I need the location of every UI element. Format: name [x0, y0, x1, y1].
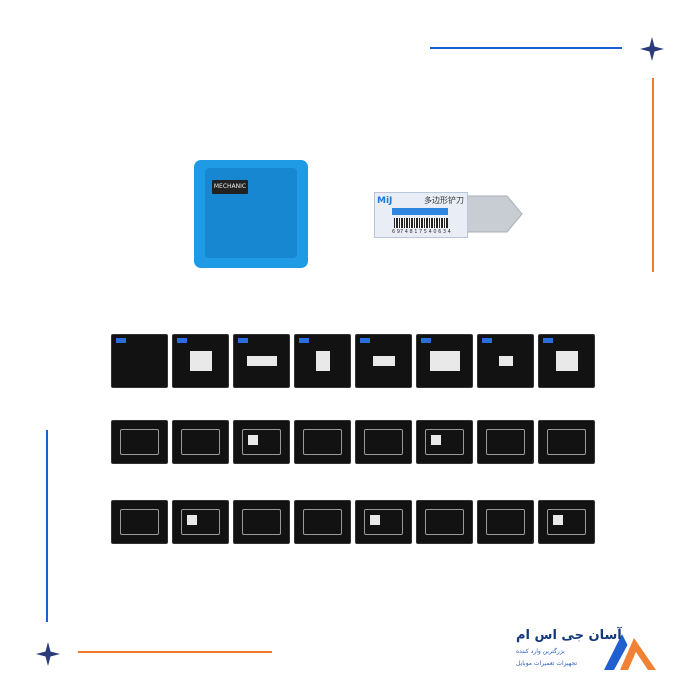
stencil-cutout	[187, 515, 197, 525]
stencil-badge	[116, 338, 126, 343]
stencil-plate	[355, 500, 412, 544]
stencil-plate	[294, 420, 351, 464]
stencil-outline	[486, 429, 525, 455]
stencil-cutout	[431, 435, 441, 445]
stencil-cutout	[315, 351, 330, 371]
stencil-outline	[242, 429, 281, 455]
stencil-cutout	[246, 356, 277, 366]
stencil-plate	[294, 500, 351, 544]
logo-subtitle-2: تجهیزات تعمیرات موبایل	[516, 660, 578, 667]
tool-korean-text: 多边形铲刀	[424, 196, 464, 205]
stencil-outline	[242, 509, 281, 535]
stencil-plate	[172, 500, 229, 544]
stencil-plate	[416, 420, 473, 464]
stencil-plate	[172, 420, 229, 464]
stencil-plate	[233, 334, 290, 388]
sparkle-icon-bottom-left	[36, 642, 60, 666]
stencil-cutout	[498, 356, 513, 366]
stencil-outline	[303, 509, 342, 535]
tool-brand: MiJ	[377, 196, 393, 206]
stencil-plate	[355, 334, 412, 388]
logo-subtitle-1: بزرگترین وارد کننده	[516, 648, 565, 655]
stencil-plate	[111, 500, 168, 544]
stencil-plate	[355, 420, 412, 464]
stencil-plate	[233, 420, 290, 464]
barcode	[394, 218, 448, 228]
holder-label: MECHANIC	[212, 180, 248, 194]
left-blue-line	[46, 430, 48, 622]
stencil-outline	[303, 429, 342, 455]
stencil-cutout	[555, 351, 578, 371]
stencil-outline	[425, 509, 464, 535]
stencil-plate	[477, 420, 534, 464]
stencil-plate	[416, 500, 473, 544]
sparkle-icon-top-right	[640, 37, 664, 61]
stencil-plate	[111, 420, 168, 464]
stencil-plate	[477, 334, 534, 388]
logo-title: آسان جی اس ام	[516, 628, 622, 643]
bottom-orange-line	[78, 651, 272, 653]
stencil-outline	[181, 429, 220, 455]
stencil-cutout	[553, 515, 563, 525]
stencil-outline	[364, 429, 403, 455]
stencil-plate	[538, 500, 595, 544]
stencil-badge	[299, 338, 309, 343]
stencil-badge	[421, 338, 431, 343]
stencil-badge	[177, 338, 187, 343]
stencil-cutout	[248, 435, 258, 445]
tool-model-strip	[392, 208, 448, 215]
stencil-outline	[120, 509, 159, 535]
stencil-cutout	[370, 515, 380, 525]
stencil-outline	[547, 509, 586, 535]
stencil-badge	[360, 338, 370, 343]
stencil-plate	[416, 334, 473, 388]
stencil-plate	[172, 334, 229, 388]
stencil-plate	[111, 334, 168, 388]
stencil-cutout	[372, 356, 395, 366]
stencil-badge	[482, 338, 492, 343]
stencil-cutout	[429, 351, 460, 371]
stencil-plate	[477, 500, 534, 544]
stencil-cutout	[189, 351, 212, 371]
tool-label-card	[374, 192, 468, 238]
stencil-badge	[238, 338, 248, 343]
barcode-number: 6 97 4 8 1 7 5 4 0 6 3 4	[392, 229, 451, 235]
stencil-outline	[181, 509, 220, 535]
stencil-plate	[233, 500, 290, 544]
stencil-badge	[543, 338, 553, 343]
right-orange-line	[652, 78, 654, 272]
stencil-outline	[120, 429, 159, 455]
stencil-outline	[547, 429, 586, 455]
top-blue-line	[430, 47, 622, 49]
stencil-plate	[538, 334, 595, 388]
logo-icon	[604, 634, 656, 670]
stencil-outline	[364, 509, 403, 535]
stencil-plate	[294, 334, 351, 388]
stencil-outline	[486, 509, 525, 535]
stencil-plate	[538, 420, 595, 464]
stencil-outline	[425, 429, 464, 455]
